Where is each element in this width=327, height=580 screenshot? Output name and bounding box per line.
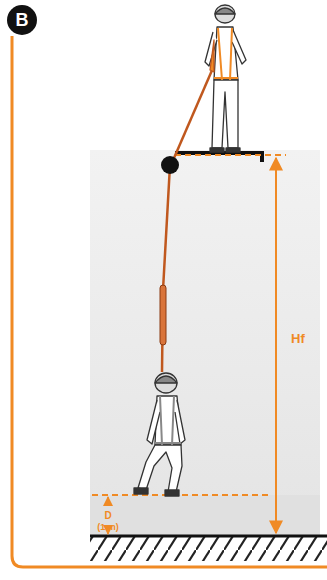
ground-hatching: [90, 537, 327, 561]
ground-line: [90, 535, 327, 538]
clearance-label: D: [104, 511, 111, 521]
foot-level-line: [92, 494, 270, 496]
clearance-zone: [90, 495, 320, 535]
lanyard-upper: [171, 68, 213, 165]
section-badge: B: [7, 5, 37, 35]
falling-worker: [134, 373, 185, 496]
platform-level-line: [175, 154, 286, 156]
anchor-ball: [161, 156, 179, 174]
d-dimension-top: [107, 497, 109, 505]
standing-worker: [205, 5, 246, 152]
energy-absorber: [160, 285, 166, 345]
wall-background: [90, 150, 320, 535]
frame-border: [12, 36, 327, 567]
badge-letter: B: [16, 10, 29, 31]
hf-dimension-line: [275, 158, 277, 533]
fall-height-label: Hf: [291, 332, 305, 345]
clearance-label: (1 m): [97, 523, 119, 532]
